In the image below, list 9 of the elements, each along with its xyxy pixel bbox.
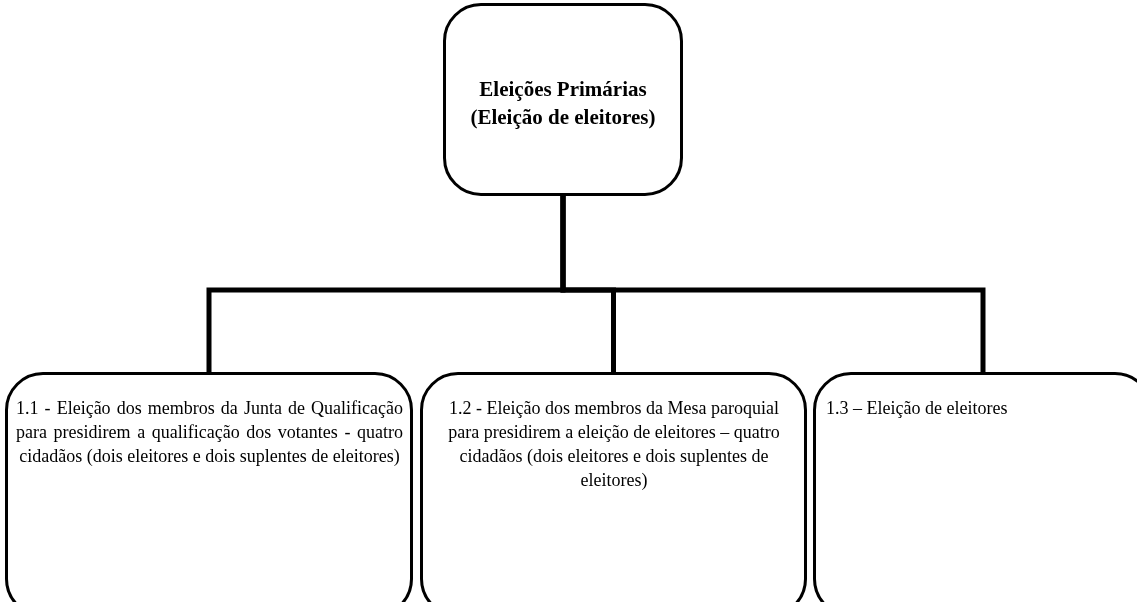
rounded-box: [443, 3, 683, 196]
box-text: 1.2 - Eleição dos membros da Mesa paroquial para presidirem a eleição de eleitores – quatro cidadãos (dois eleitores e dois suplentes de eleitores): [447, 397, 781, 492]
box-text: 1.1 - Eleição dos membros da Junta de Qualificação para presidirem a qualificação dos votantes - quatro cidadãos (dois eleitores e dois suplentes de eleitores): [16, 397, 403, 468]
box-text: Eleições Primárias (Eleição de eleitores): [469, 76, 657, 131]
connector-line: [560, 196, 986, 372]
box-text: 1.3 – Eleição de eleitores: [826, 397, 1009, 420]
rounded-box: [813, 372, 1137, 602]
rounded-box: [5, 372, 413, 602]
rounded-box: [420, 372, 807, 602]
